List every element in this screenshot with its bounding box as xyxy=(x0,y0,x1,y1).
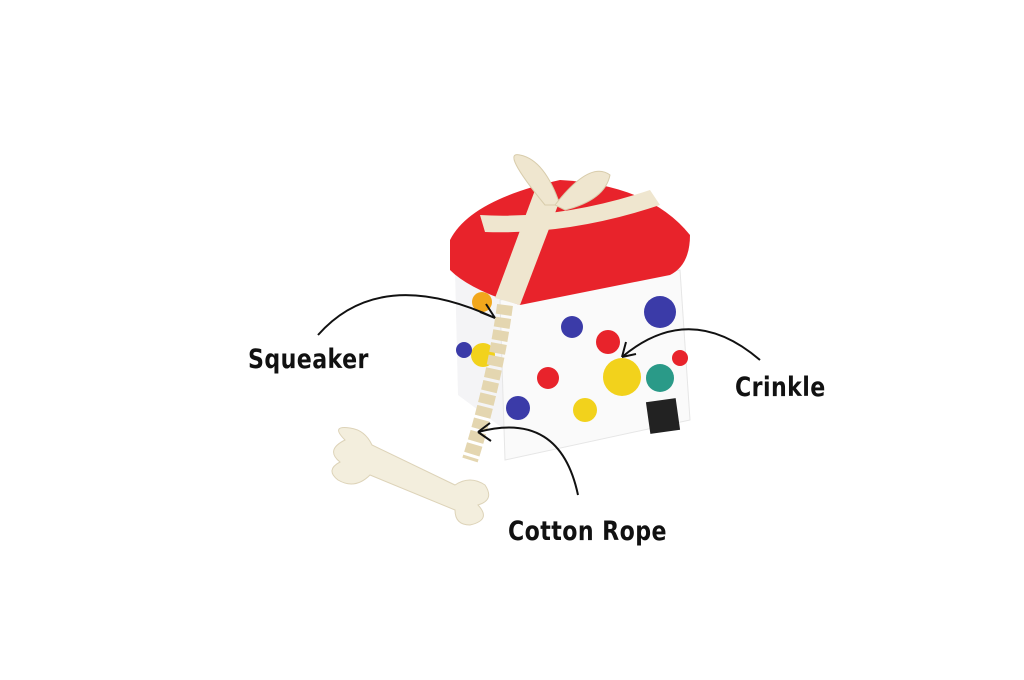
brand-tag xyxy=(645,398,681,434)
callout-arrows xyxy=(317,294,761,496)
crinkle-label: Crinkle xyxy=(735,372,826,403)
cotton-rope-arrow xyxy=(477,426,579,496)
gift-box xyxy=(450,154,691,461)
crinkle-arrow xyxy=(621,328,761,361)
bone-toy xyxy=(331,427,490,526)
cotton-rope xyxy=(462,303,513,463)
squeaker-label: Squeaker xyxy=(248,344,369,375)
squeaker-arrow xyxy=(317,294,496,336)
cotton-rope-label: Cotton Rope xyxy=(508,516,667,547)
